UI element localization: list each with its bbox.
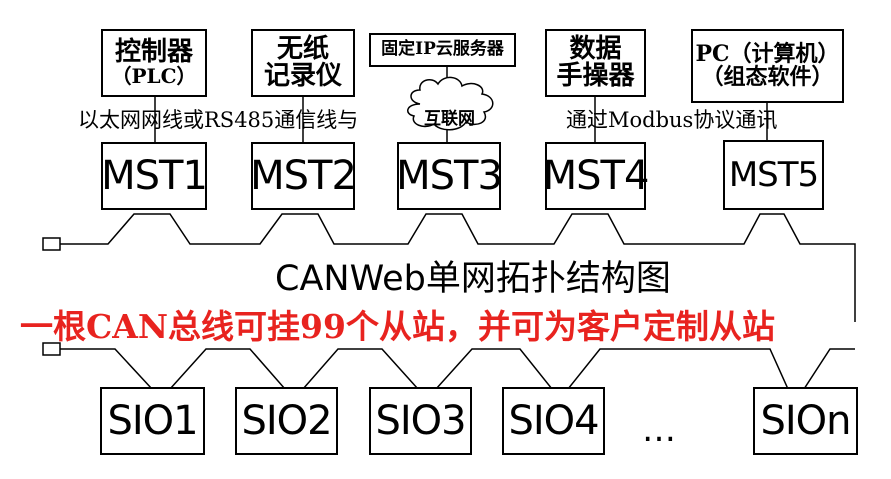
master-label: MST5: [728, 155, 819, 195]
device-cloud-server-label: 固定IP云服务器: [381, 39, 504, 60]
master-label: MST2: [250, 153, 357, 199]
device-controller-title: 控制器: [114, 36, 193, 67]
device-data-handheld: 数据 手操器: [545, 29, 646, 97]
device-pc-line1: PC（计算机）: [695, 40, 840, 67]
master-label: MST4: [542, 153, 650, 199]
slave-label: SIO2: [241, 398, 332, 444]
master-node-mst1: MST1: [101, 142, 208, 210]
device-controller-subtitle: （PLC）: [111, 64, 197, 89]
device-controller-plc: 控制器 （PLC）: [101, 29, 207, 97]
device-handheld-line2: 手操器: [556, 61, 635, 91]
master-node-mst5: MST5: [723, 140, 824, 210]
slave-ellipsis: …: [642, 410, 676, 450]
master-label: MST1: [101, 153, 208, 199]
master-node-mst4: MST4: [542, 142, 650, 210]
slave-node-sio2: SIO2: [235, 387, 338, 455]
can-bus-top: [60, 213, 856, 322]
diagram-title: CANWeb单网拓扑结构图: [275, 259, 671, 299]
device-recorder-line2: 记录仪: [263, 61, 342, 91]
slave-node-sio4: SIO4: [502, 387, 605, 455]
link-label-left: 以太网网线或RS485通信线与: [78, 108, 359, 132]
slogan-text: 一根CAN总线可挂99个从站，并可为客户定制从站: [20, 307, 775, 346]
slave-label: SIO4: [508, 398, 599, 444]
link-label-right: 通过Modbus协议通讯: [566, 108, 778, 132]
device-cloud-server: 固定IP云服务器: [369, 33, 516, 67]
slave-node-sio3: SIO3: [369, 387, 472, 455]
master-node-mst3: MST3: [396, 142, 503, 210]
device-paperless-recorder: 无纸 记录仪: [251, 29, 355, 97]
slave-label: SIO1: [107, 398, 198, 444]
device-pc-scada: PC（计算机） （组态软件）: [691, 29, 844, 103]
can-bus-bottom: [60, 348, 855, 390]
cloud-label: 互联网: [424, 109, 475, 129]
device-handheld-line1: 数据: [569, 33, 622, 64]
master-label: MST3: [396, 153, 503, 199]
slave-label: SIOn: [760, 398, 851, 444]
master-node-mst2: MST2: [250, 142, 357, 210]
bus-terminator-top: [42, 237, 61, 251]
slave-label: SIO3: [375, 398, 466, 444]
slave-node-sio1: SIO1: [100, 387, 205, 455]
slave-node-sion: SIOn: [753, 387, 858, 455]
device-pc-line2: （组态软件）: [701, 64, 834, 90]
device-recorder-line1: 无纸: [276, 33, 329, 64]
cloud-shape: [407, 76, 494, 131]
